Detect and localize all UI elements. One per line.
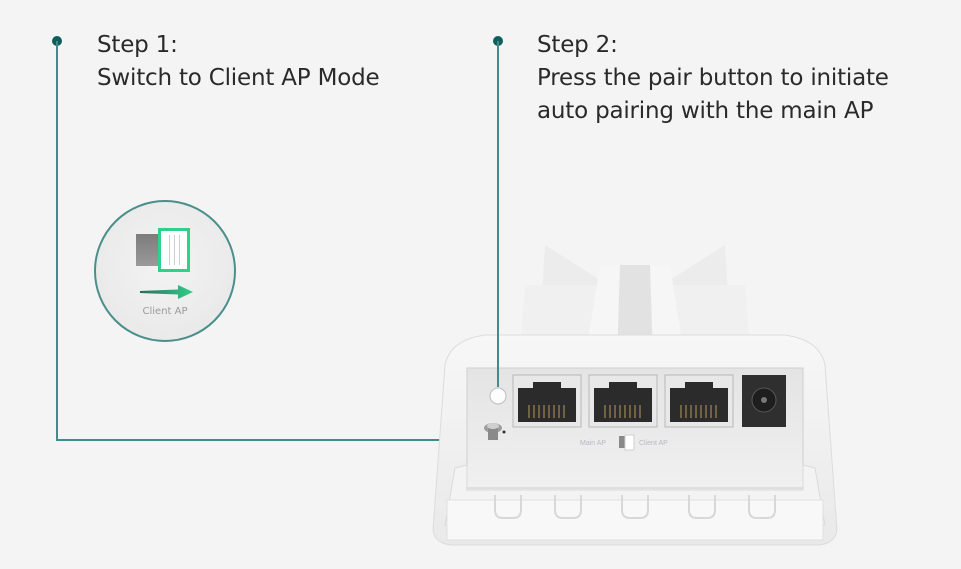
switch-knob [158,228,190,272]
pair-button[interactable] [489,387,507,405]
ethernet-port-1 [512,374,582,428]
step-1-connector-horizontal [56,439,566,441]
step-1-connector-vertical [56,41,58,441]
front-cover [444,464,826,541]
ethernet-port-2 [588,374,658,428]
step-2-title: Step 2: [537,32,618,58]
step-2: Step 2: Press the pair button to initiat… [537,29,889,128]
arrow-right-icon [140,285,193,299]
ground-screw [484,423,506,440]
mode-switch-inset: Client AP [94,200,236,342]
switch-label-main-ap: Main AP [580,440,606,447]
inset-label: Client AP [142,306,188,317]
mode-switch[interactable]: Main AP Client AP [580,434,668,451]
step-1: Step 1: Switch to Client AP Mode [97,29,380,95]
power-jack [742,375,786,427]
step-1-title: Step 1: [97,32,178,58]
step-2-connector-vertical [497,41,499,387]
step-1-description: Switch to Client AP Mode [97,65,380,91]
ethernet-port-3 [664,374,734,428]
step-2-description-line-2: auto pairing with the main AP [537,98,874,124]
step-2-description-line-1: Press the pair button to initiate [537,65,889,91]
access-point-device: Main AP Client AP [432,245,838,546]
switch-label-client-ap: Client AP [639,440,668,447]
